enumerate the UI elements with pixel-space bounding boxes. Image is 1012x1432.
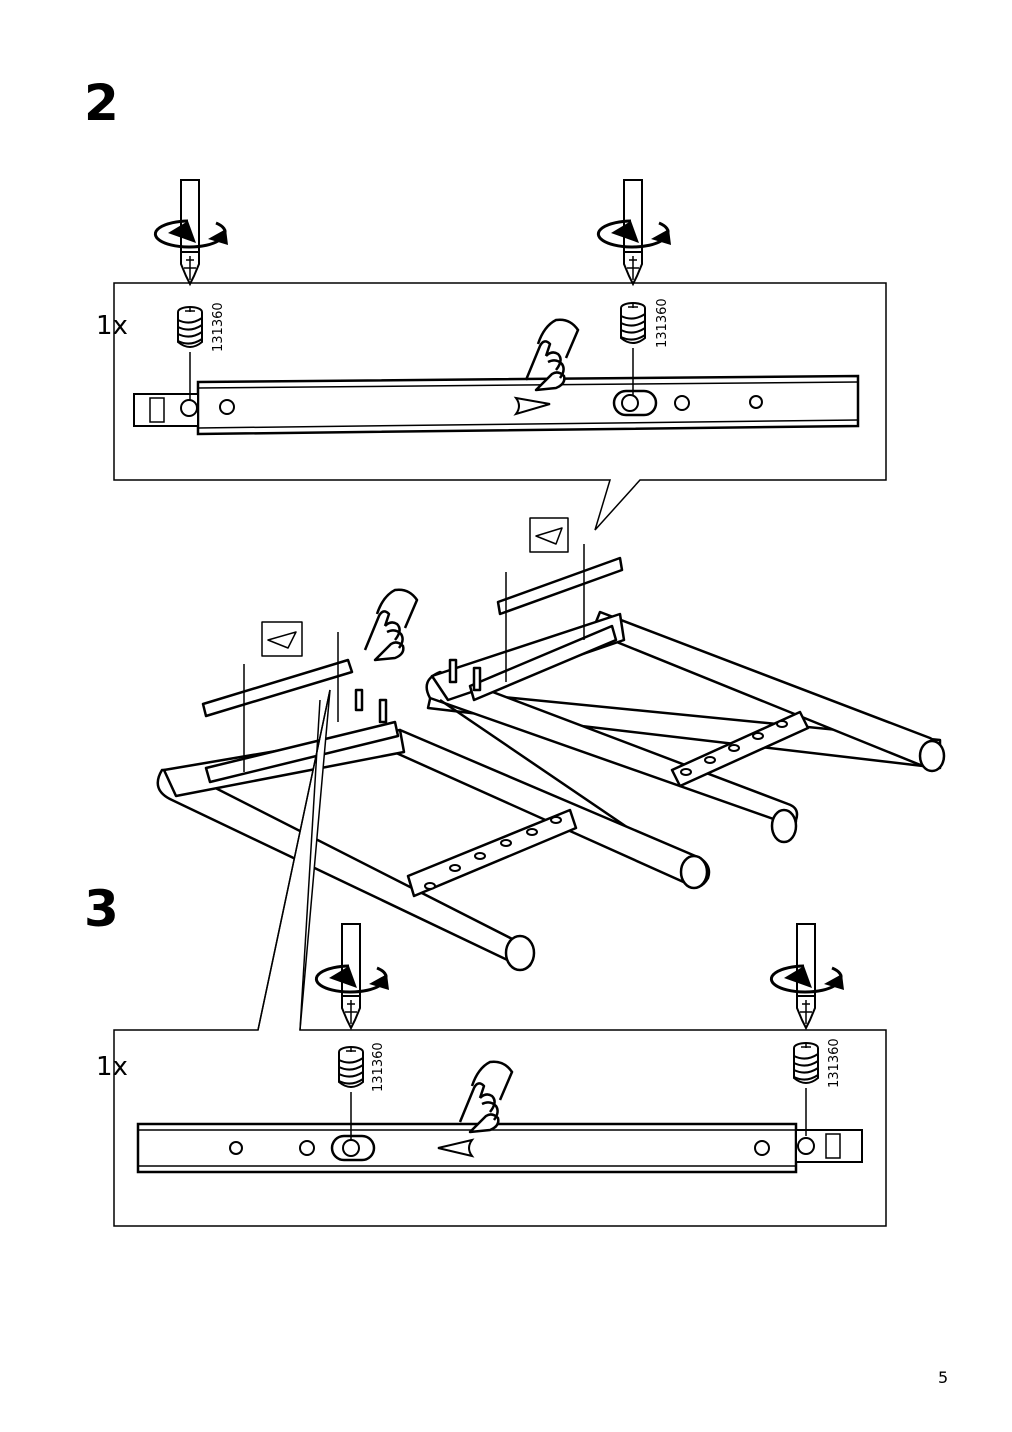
step-3-part-code-left: 131360 [371, 1042, 386, 1092]
step-2-part-code-right: 131360 [655, 298, 670, 348]
cam-screw-icon [338, 1046, 364, 1088]
step-3-quantity: 1x [96, 1052, 128, 1082]
step-2-rail [133, 374, 860, 436]
step-2-part-code-left: 131360 [211, 302, 226, 352]
cam-screw-icon [620, 302, 646, 344]
step-3-rail [136, 1122, 863, 1174]
step-number-2: 2 [84, 74, 119, 132]
page-number: 5 [938, 1368, 949, 1387]
step-2-quantity: 1x [96, 311, 128, 341]
triangle-orientation-mark-icon [437, 1138, 475, 1158]
step-3-detail-box [113, 689, 887, 1227]
cam-screw-icon [177, 306, 203, 348]
triangle-orientation-mark-icon [513, 396, 551, 416]
step-3-part-code-right: 131360 [827, 1038, 842, 1088]
step-2-detail-box [113, 179, 887, 531]
cam-screw-icon [793, 1042, 819, 1084]
step-number-3: 3 [84, 880, 119, 938]
bed-frame-illustration [156, 517, 946, 972]
